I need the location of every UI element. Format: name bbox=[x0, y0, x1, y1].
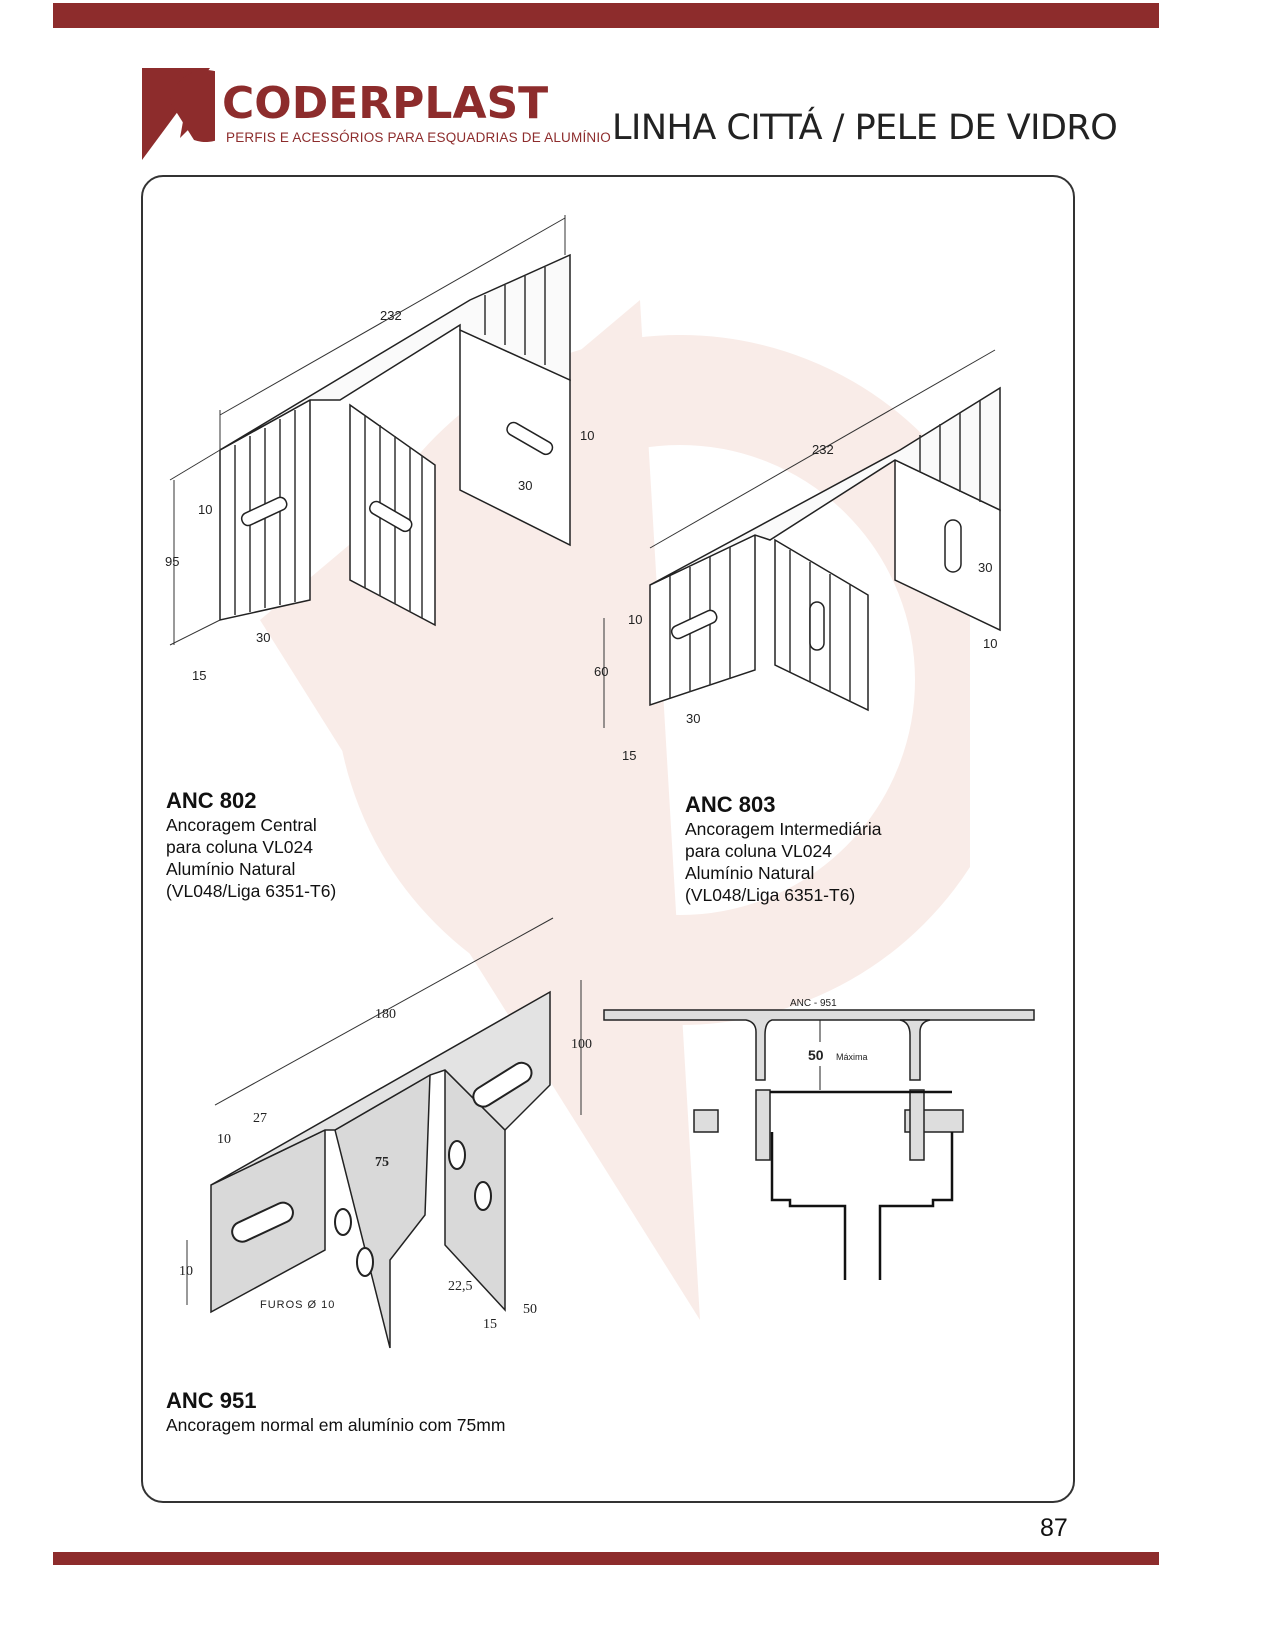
description-line: (VL048/Liga 6351-T6) bbox=[166, 881, 337, 901]
description-line: Alumínio Natural bbox=[166, 859, 296, 879]
bottom-bar bbox=[53, 1552, 1159, 1565]
dim-slot-w: 30 bbox=[256, 630, 270, 645]
dim-height: 100 bbox=[571, 1037, 592, 1052]
description-line: para coluna VL024 bbox=[685, 841, 832, 861]
dim-slot-h: 10 bbox=[198, 502, 212, 517]
product-code: ANC 803 bbox=[685, 792, 776, 817]
dim-length: 180 bbox=[375, 1007, 396, 1022]
product-code: ANC 951 bbox=[166, 1388, 257, 1413]
description-line: para coluna VL024 bbox=[166, 837, 313, 857]
top-bar bbox=[53, 3, 1159, 28]
dim-slot-w: 30 bbox=[686, 711, 700, 726]
brand-name: CODERPLAST bbox=[222, 78, 549, 129]
dim-depth: 75 bbox=[375, 1155, 389, 1170]
dim-offset: 27 bbox=[253, 1111, 267, 1126]
description-line: Ancoragem Intermediária bbox=[685, 819, 882, 839]
anc-802-description: ANC 802 Ancoragem Central para coluna VL… bbox=[166, 788, 336, 902]
dim-edge-bottom: 10 bbox=[179, 1264, 193, 1279]
dim-height: 95 bbox=[165, 554, 179, 569]
dim-slot-w2: 30 bbox=[518, 478, 532, 493]
gap-value: 50 bbox=[808, 1047, 824, 1063]
page-number: 87 bbox=[1040, 1514, 1068, 1542]
description-line: Ancoragem Central bbox=[166, 815, 317, 835]
anc-803-description: ANC 803 Ancoragem Intermediária para col… bbox=[685, 792, 881, 906]
anc-802-drawing: 232 95 10 30 15 10 30 bbox=[165, 215, 594, 683]
description-line: Alumínio Natural bbox=[685, 863, 815, 883]
anc-803-drawing: 232 60 10 30 15 30 10 bbox=[594, 349, 1001, 763]
holes-label: FUROS Ø 10 bbox=[260, 1299, 335, 1311]
description-line: (VL048/Liga 6351-T6) bbox=[685, 885, 856, 905]
dim-edge: 15 bbox=[192, 668, 206, 683]
gap-note: Máxima bbox=[836, 1052, 868, 1062]
series-title: LINHA CITTÁ / PELE DE VIDRO bbox=[612, 108, 1118, 148]
logo-icon bbox=[142, 68, 215, 160]
dim-length: 232 bbox=[380, 308, 402, 323]
anc-951-drawing: 180 100 27 10 10 75 FUROS Ø 10 22,5 15 5… bbox=[179, 917, 592, 1349]
product-code: ANC 802 bbox=[166, 788, 257, 813]
brand-tagline: PERFIS E ACESSÓRIOS PARA ESQUADRIAS DE A… bbox=[226, 130, 612, 145]
description-line: Ancoragem normal em alumínio com 75mm bbox=[166, 1415, 506, 1435]
dim-height: 60 bbox=[594, 664, 608, 679]
content-frame bbox=[141, 175, 1075, 1503]
dim-d1: 22,5 bbox=[448, 1279, 473, 1294]
dim-slot-v: 30 bbox=[978, 560, 992, 575]
dim-d2: 15 bbox=[483, 1317, 497, 1332]
dim-edge: 15 bbox=[622, 748, 636, 763]
anc-951-section-drawing: ANC - 951 50 Máxima bbox=[603, 998, 1035, 1280]
dim-length: 232 bbox=[812, 442, 834, 457]
dim-edge-top: 10 bbox=[217, 1132, 231, 1147]
dim-slot-h: 10 bbox=[628, 612, 642, 627]
dim-slot-v-w: 10 bbox=[983, 636, 997, 651]
dim-slot-h2: 10 bbox=[580, 428, 594, 443]
anc-951-description: ANC 951 Ancoragem normal em alumínio com… bbox=[166, 1388, 505, 1436]
dim-d3: 50 bbox=[523, 1302, 537, 1317]
section-title: ANC - 951 bbox=[790, 998, 837, 1009]
